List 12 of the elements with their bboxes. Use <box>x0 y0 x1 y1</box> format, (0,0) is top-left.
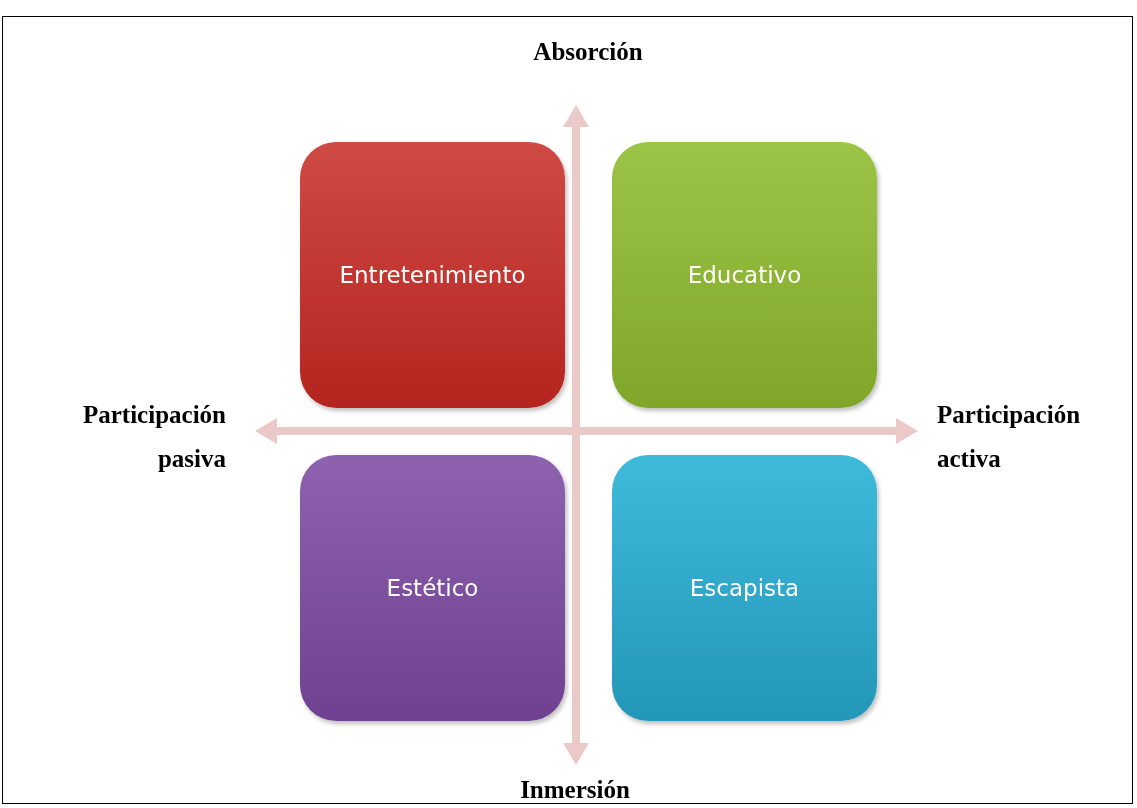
quadrant-box <box>300 142 565 408</box>
axis-label: Participación pasiva <box>81 400 226 474</box>
axis-label: Participación activa <box>937 400 1082 474</box>
quadrant-box <box>612 455 877 721</box>
quadrant-box <box>612 142 877 408</box>
axis-label: Absorción <box>532 37 644 67</box>
axis-label: Inmersión <box>519 775 631 805</box>
quadrant-label: Educativo <box>687 262 802 288</box>
quadrant-label: Escapista <box>689 575 800 601</box>
quadrant-label: Estético <box>386 575 479 601</box>
quadrant-label: Entretenimiento <box>339 262 526 288</box>
quadrant-box <box>300 455 565 721</box>
